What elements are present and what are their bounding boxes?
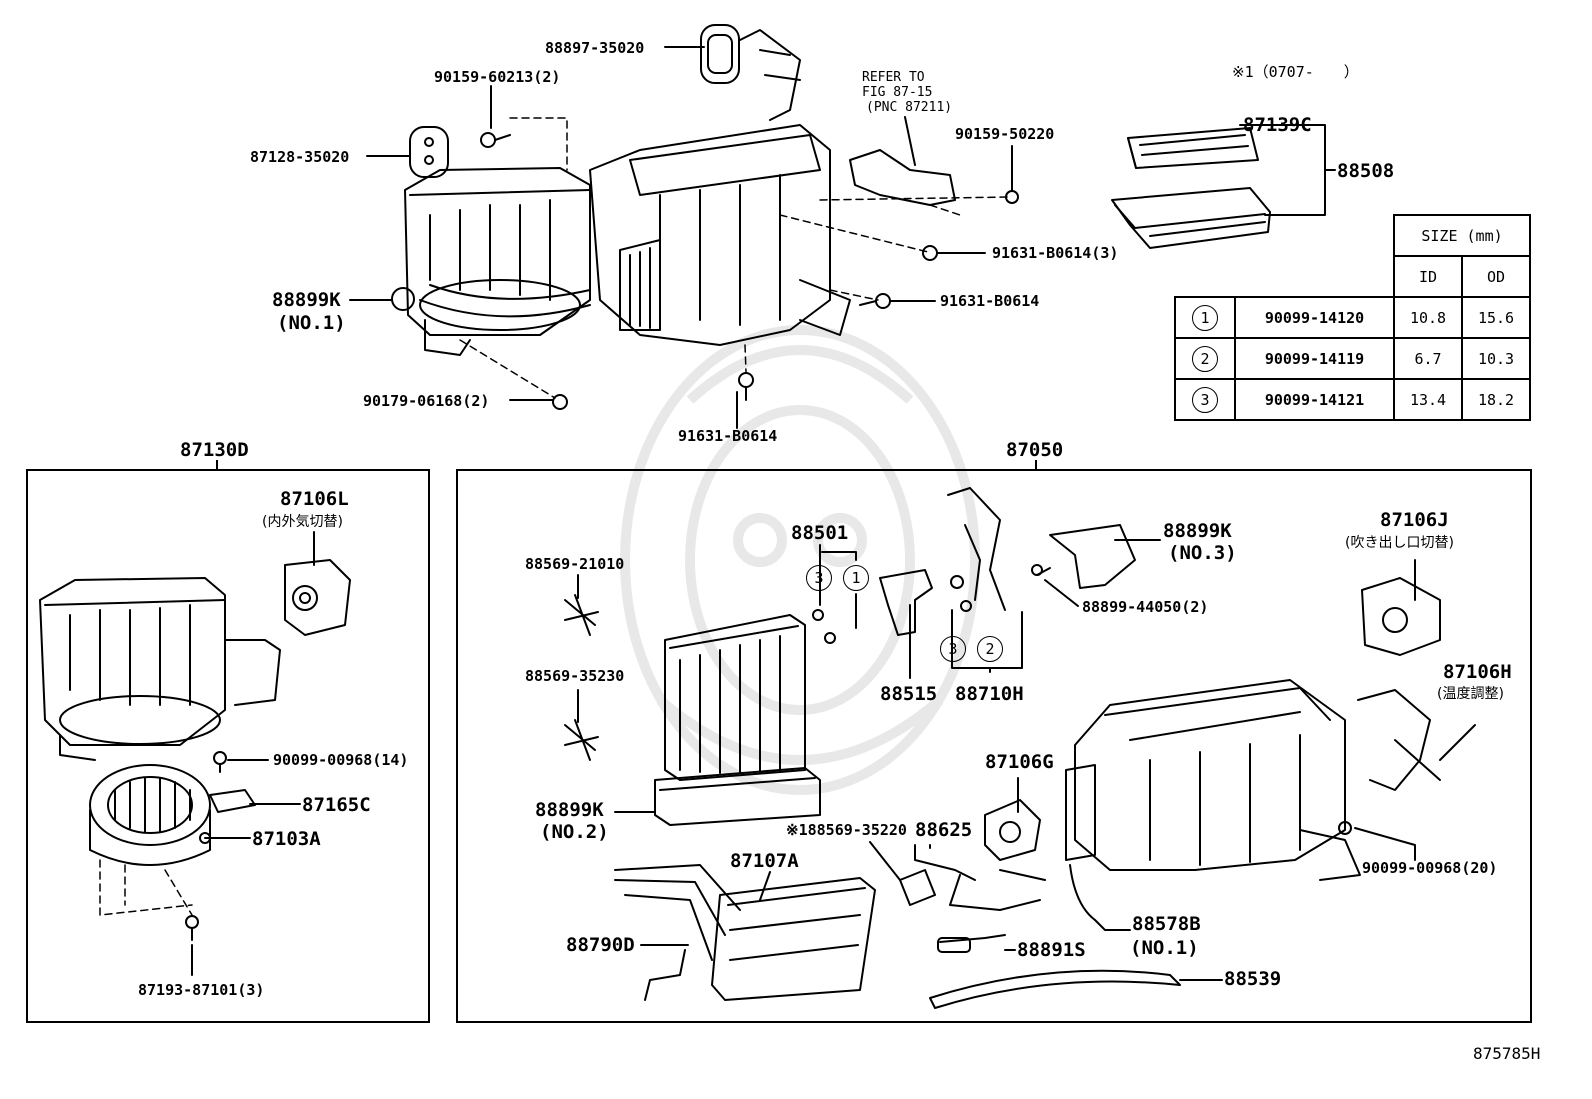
callout-1-88501: 1 xyxy=(843,565,869,591)
blower-assembly-drawing xyxy=(39,559,351,941)
evap-group-leader xyxy=(1035,460,1037,470)
label-88710H[interactable]: 88710H xyxy=(955,683,1024,705)
label-88899K-no1[interactable]: 88899K xyxy=(272,289,341,311)
label-88569-21010[interactable]: 88569-21010 xyxy=(525,555,625,573)
label-87106J-sub: (吹き出し口切替) xyxy=(1345,535,1454,551)
size-id: 10.8 xyxy=(1393,296,1463,339)
label-90179-06168[interactable]: 90179-06168(2) xyxy=(363,392,490,410)
label-90159-60213[interactable]: 90159-60213(2) xyxy=(434,68,561,86)
blower-group-leader xyxy=(216,460,218,470)
size-row: 1 90099-14120 10.8 15.6 xyxy=(1174,296,1531,339)
label-88569-35230[interactable]: 88569-35230 xyxy=(525,667,625,685)
label-88508[interactable]: 88508 xyxy=(1337,160,1395,182)
callout-2-88710H: 2 xyxy=(977,636,1003,662)
label-87130D[interactable]: 87130D xyxy=(180,439,249,461)
label-88897-35020[interactable]: 88897-35020 xyxy=(545,39,645,57)
label-87107A[interactable]: 87107A xyxy=(730,850,799,872)
dashed-guides-blower xyxy=(99,859,193,916)
size-part[interactable]: 90099-14119 xyxy=(1234,337,1395,380)
label-87106H[interactable]: 87106H xyxy=(1443,661,1512,683)
label-87165C[interactable]: 87165C xyxy=(302,794,371,816)
label-87193-87101[interactable]: 87193-87101(3) xyxy=(138,981,265,999)
label-91631-B0614-3[interactable]: 91631-B0614(3) xyxy=(992,244,1119,262)
size-mark-1: 1 xyxy=(1192,304,1218,331)
label-88539[interactable]: 88539 xyxy=(1224,968,1282,990)
label-88899K-no2[interactable]: 88899K xyxy=(535,799,604,821)
label-87106H-sub: (温度調整) xyxy=(1437,686,1504,702)
size-mark-2: 2 xyxy=(1192,345,1218,372)
size-col-id: ID xyxy=(1393,255,1463,298)
size-od: 15.6 xyxy=(1461,296,1531,339)
callout-3-88710H: 3 xyxy=(940,636,966,662)
label-88899K-no3-sub: (NO.3) xyxy=(1168,542,1237,564)
label-88899K-no3[interactable]: 88899K xyxy=(1163,520,1232,542)
size-table-header: SIZE (mm) xyxy=(1393,214,1531,257)
blower-group-box xyxy=(26,469,430,1023)
size-part[interactable]: 90099-14121 xyxy=(1234,378,1395,421)
label-87106L-sub: (内外気切替) xyxy=(262,514,343,530)
label-90099-00968-14[interactable]: 90099-00968(14) xyxy=(273,751,409,769)
size-row: 2 90099-14119 6.7 10.3 xyxy=(1174,337,1531,380)
label-90159-50220[interactable]: 90159-50220 xyxy=(955,125,1055,143)
label-90099-00968-20[interactable]: 90099-00968(20) xyxy=(1362,859,1498,877)
label-88625[interactable]: 88625 xyxy=(915,819,973,841)
label-88899K-no2-sub: (NO.2) xyxy=(540,821,609,843)
label-88515[interactable]: 88515 xyxy=(880,683,938,705)
label-88569-35220[interactable]: ※188569-35220 xyxy=(786,821,907,839)
callout-3-88501: 3 xyxy=(806,565,832,591)
label-87050[interactable]: 87050 xyxy=(1006,439,1064,461)
label-87103A[interactable]: 87103A xyxy=(252,828,321,850)
leader-lines-top xyxy=(349,46,1336,429)
label-87128-35020[interactable]: 87128-35020 xyxy=(250,148,350,166)
label-88899K-no1-sub: (NO.1) xyxy=(277,312,346,334)
size-id: 13.4 xyxy=(1393,378,1463,421)
evaporator-assembly-drawing xyxy=(564,487,1441,1009)
label-87106J[interactable]: 87106J xyxy=(1380,509,1449,531)
dashed-guides-top xyxy=(459,117,1009,399)
diagram-id: 875785H xyxy=(1473,1044,1541,1063)
size-id: 6.7 xyxy=(1393,337,1463,380)
evaporator-group-box xyxy=(456,469,1532,1023)
label-91631-B0614-b[interactable]: 91631-B0614 xyxy=(678,427,778,445)
applicability-note: ※1（0707- ） xyxy=(1232,63,1359,81)
label-88578B[interactable]: 88578B xyxy=(1132,913,1201,935)
label-87106G[interactable]: 87106G xyxy=(985,751,1054,773)
watermark-emblem xyxy=(620,325,980,795)
label-88790D[interactable]: 88790D xyxy=(566,934,635,956)
refer-note-line2: FIG 87-15 xyxy=(862,85,933,100)
size-col-od: OD xyxy=(1461,255,1531,298)
size-od: 18.2 xyxy=(1461,378,1531,421)
size-mark-3: 3 xyxy=(1192,386,1218,413)
size-od: 10.3 xyxy=(1461,337,1531,380)
label-87139C[interactable]: 87139C xyxy=(1243,114,1312,136)
label-88501[interactable]: 88501 xyxy=(791,522,849,544)
refer-note-line1: REFER TO xyxy=(862,70,925,85)
size-part[interactable]: 90099-14120 xyxy=(1234,296,1395,339)
label-91631-B0614-a[interactable]: 91631-B0614 xyxy=(940,292,1040,310)
label-87106L[interactable]: 87106L xyxy=(280,488,349,510)
leader-lines-evap xyxy=(577,539,1476,981)
leader-lines-blower xyxy=(191,531,315,976)
label-88891S[interactable]: 88891S xyxy=(1017,939,1086,961)
label-88578B-sub: (NO.1) xyxy=(1130,937,1199,959)
size-row: 3 90099-14121 13.4 18.2 xyxy=(1174,378,1531,421)
heater-unit-assembly-top xyxy=(391,24,1271,410)
refer-note-line3: (PNC 87211) xyxy=(866,100,953,115)
label-88899-44050[interactable]: 88899-44050(2) xyxy=(1082,598,1209,616)
o-ring-size-table: SIZE (mm) ID OD 1 90099-14120 10.8 15.6 … xyxy=(1174,214,1531,421)
